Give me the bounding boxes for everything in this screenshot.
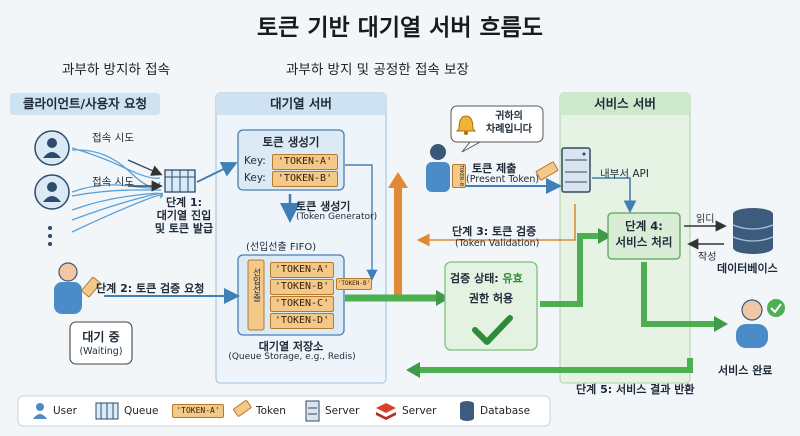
- waiting-title: 대기 중: [82, 330, 120, 344]
- waiting-user-icon: [54, 262, 82, 314]
- status-label-text: 검증 상태:: [450, 272, 503, 285]
- status-value: 유효: [502, 272, 523, 285]
- fifo-stack-bar: [247, 259, 265, 331]
- queue-mini-token: 'TOKEN-B': [336, 278, 372, 290]
- legend-queue-icon: [95, 402, 119, 420]
- fifo-stack-label: 선입선출: [251, 268, 261, 302]
- waiting-bubble: [69, 321, 133, 365]
- queue-token-a: 'TOKEN-A': [270, 262, 334, 278]
- ellipsis-icon: [48, 226, 52, 246]
- bell-icon: [455, 115, 477, 135]
- client-lane-header: 클라이언트/사용자 요청: [23, 96, 147, 111]
- status-sub: 권한 허용: [468, 292, 514, 305]
- legend-server-label: Server: [325, 405, 360, 417]
- step2-label: 단계 2: 토큰 검증 요청: [96, 282, 205, 295]
- status-to-step4-arrow: [540, 233, 600, 307]
- token-b-chip: 'TOKEN-B': [272, 171, 338, 187]
- step4-to-done-head: [714, 316, 728, 332]
- legend-token-sample: 'TOKEN-A': [172, 404, 224, 418]
- user-with-token-icon: [426, 144, 450, 192]
- step5-return-head: [406, 362, 420, 378]
- legend-redis-server-icon: [376, 403, 396, 420]
- legend-token-label: Token: [256, 405, 286, 417]
- internal-api-arrow: [592, 177, 637, 214]
- notify-text: 귀하의 차례입니다: [486, 111, 532, 135]
- token-generator-title: 토큰 생성기: [262, 135, 320, 149]
- user-icon: [34, 174, 70, 210]
- validation-sub: (Token Validation): [455, 238, 540, 249]
- legend-database-label: Database: [480, 405, 531, 417]
- page-title: 토큰 기반 대기열 서버 흐름도: [257, 15, 543, 41]
- storage-sub: (Queue Storage, e.g., Redis): [228, 352, 356, 362]
- issue-arrow: [196, 162, 238, 183]
- queue-token-b: 'TOKEN-B': [270, 279, 334, 295]
- queue-lane-header-bg: [216, 93, 386, 115]
- client-lane-header-bg: [10, 93, 160, 115]
- legend-server2-label: Server: [402, 405, 437, 417]
- key-label: Key:: [244, 155, 266, 167]
- key-label: Key:: [244, 172, 266, 184]
- queue-lane-header: 대기열 서버: [270, 96, 332, 111]
- status-box: [444, 261, 538, 351]
- queue-token-c: 'TOKEN-C': [270, 296, 334, 312]
- user-icon: [34, 130, 70, 166]
- gen-label: 토큰 생성기: [296, 200, 351, 213]
- queue-token-d: 'TOKEN-D': [270, 313, 334, 329]
- legend-queue-label: Queue: [124, 405, 159, 417]
- service-lane-header-bg: [560, 93, 690, 115]
- database-icon: [732, 208, 774, 254]
- subtitle-right: 과부하 방지 및 공정한 접속 보장: [286, 62, 469, 78]
- database-label: 데이터베이스: [717, 262, 778, 275]
- done-label: 서비스 완료: [718, 364, 773, 377]
- queue-icon: [164, 169, 196, 193]
- step4-label: 단계 4: 서비스 처리: [615, 219, 673, 249]
- validation-line: [416, 204, 576, 247]
- hand-token-chip: TOKEN-B: [452, 164, 466, 188]
- submit-title: 토큰 제출: [472, 162, 517, 175]
- token-a-chip: 'TOKEN-A': [272, 154, 338, 170]
- notify-bubble-tail: [461, 141, 482, 153]
- completed-user-icon: [736, 299, 785, 348]
- legend-database-icon: [460, 401, 474, 421]
- validation-title: 단계 3: 토큰 검증: [452, 225, 537, 238]
- gen-right-line: [345, 164, 378, 281]
- service-lane-header: 서비스 서버: [594, 96, 656, 111]
- access-attempt-label: 접속 시도: [92, 176, 134, 188]
- access-attempt-label: 접속 시도: [92, 132, 134, 144]
- write-label: 작성: [698, 252, 717, 263]
- subtitle-left: 과부하 방지하 접속: [62, 62, 170, 78]
- legend-user-label: User: [53, 405, 77, 417]
- gen-label-en: (Token Generator): [296, 212, 378, 222]
- waiting-token-chip: [81, 276, 101, 298]
- storage-title: 대기열 저장소: [258, 340, 324, 353]
- step5-return-arrow: [418, 358, 693, 373]
- legend-server-icon: [305, 400, 320, 422]
- step5-label: 단계 5: 서비스 결과 반환: [576, 383, 695, 396]
- storage-to-status-head: [436, 290, 450, 306]
- step1-label: 단계 1: 대기열 진입 및 토큰 발급: [154, 196, 214, 235]
- read-label: 읽디: [696, 214, 715, 225]
- submit-token-chip: [535, 161, 559, 181]
- legend-box: [17, 395, 551, 427]
- check-icon: [472, 315, 513, 345]
- step4-box: [607, 212, 681, 260]
- access-arrow: [127, 159, 163, 176]
- legend-user-icon: [33, 403, 47, 419]
- notify-up-arrow-head: [388, 172, 408, 188]
- status-label: 검증 상태: 유효: [450, 270, 523, 286]
- notify-bubble: [450, 105, 544, 143]
- legend-token-icon: [233, 400, 252, 417]
- fifo-label: (선입선출 FIFO): [246, 242, 317, 253]
- internal-api-label: 내부서 API: [600, 168, 649, 180]
- submit-sub: (Present Token): [466, 174, 540, 185]
- server-icon: [561, 147, 591, 193]
- status-to-step4-head: [598, 228, 612, 244]
- step4-to-done-arrow: [641, 262, 716, 327]
- waiting-sub: (Waiting): [79, 346, 123, 357]
